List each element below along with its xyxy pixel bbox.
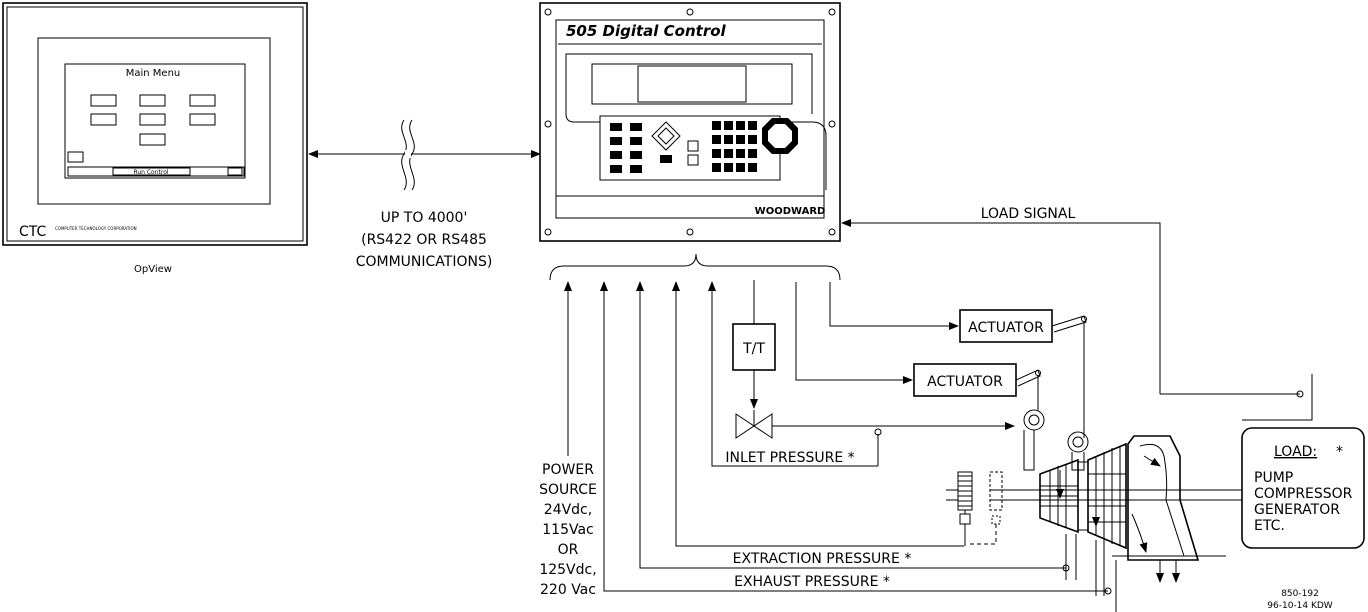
svg-text:ETC.: ETC. bbox=[1254, 518, 1285, 534]
svg-text:POWER: POWER bbox=[542, 462, 594, 478]
hmi-bezel bbox=[2, 2, 308, 246]
hmi-corner-button[interactable] bbox=[227, 167, 243, 176]
hmi-menu-buttons bbox=[90, 94, 216, 146]
hmi-footer-button-label: Run Control bbox=[133, 169, 168, 176]
transducer-label: T/T bbox=[742, 341, 765, 357]
actuator-1: ACTUATOR bbox=[829, 282, 1087, 438]
svg-text:COMPRESSOR: COMPRESSOR bbox=[1254, 486, 1353, 502]
load-signal-label: LOAD SIGNAL bbox=[981, 206, 1076, 222]
drawing-date: 96-10-14 KDW bbox=[1267, 601, 1333, 611]
svg-text:SOURCE: SOURCE bbox=[539, 482, 597, 498]
keypad-left-keys bbox=[610, 123, 642, 173]
load-title: LOAD: bbox=[1274, 444, 1317, 460]
opview-hmi: Main Menu Run Control CTC COMPUTER TECHN… bbox=[2, 2, 308, 275]
controller-frame bbox=[539, 2, 841, 242]
hmi-status-bar bbox=[67, 166, 245, 177]
actuator-1-label: ACTUATOR bbox=[968, 320, 1044, 336]
comm-type: COMMUNICATIONS) bbox=[356, 254, 493, 270]
hmi-brand: CTC bbox=[19, 224, 47, 240]
up-key[interactable] bbox=[687, 140, 699, 152]
valve-icon bbox=[735, 413, 773, 439]
steam-turbine bbox=[946, 409, 1242, 612]
speed-signal-line bbox=[672, 281, 964, 547]
io-brace bbox=[549, 253, 841, 281]
svg-text:OR: OR bbox=[558, 542, 579, 558]
down-key[interactable] bbox=[687, 154, 699, 166]
hmi-menu-button[interactable] bbox=[139, 94, 166, 107]
exhaust-pressure-label: EXHAUST PRESSURE * bbox=[734, 574, 890, 590]
nav-diamond-key[interactable] bbox=[651, 121, 681, 151]
hp-section bbox=[1039, 458, 1079, 534]
comm-link: UP TO 4000' (RS422 OR RS485 COMMUNICATIO… bbox=[308, 119, 541, 270]
hmi-caption: OpView bbox=[134, 264, 172, 275]
hmi-screen bbox=[64, 63, 246, 179]
svg-text:GENERATOR: GENERATOR bbox=[1254, 502, 1340, 518]
hmi-menu-button[interactable] bbox=[139, 133, 166, 146]
hmi-menu-button[interactable] bbox=[139, 113, 166, 126]
speed-gear-optional bbox=[989, 471, 1003, 511]
svg-text:220 Vac: 220 Vac bbox=[540, 582, 596, 598]
hmi-side-button[interactable] bbox=[67, 151, 84, 163]
hmi-menu-button[interactable] bbox=[189, 113, 216, 126]
load-signal-path: LOAD SIGNAL bbox=[841, 206, 1313, 421]
lp-section bbox=[1087, 442, 1127, 550]
actuator-2: ACTUATOR bbox=[795, 282, 1041, 410]
transducer-assembly: T/T bbox=[732, 280, 1015, 439]
hmi-menu-button[interactable] bbox=[189, 94, 216, 107]
speed-pickup bbox=[959, 513, 971, 525]
load-asterisk: * bbox=[1336, 444, 1343, 460]
drawing-number: 850-192 bbox=[1281, 589, 1319, 599]
keypad-numeric bbox=[712, 121, 757, 172]
svg-text:115Vac: 115Vac bbox=[542, 522, 594, 538]
hmi-screen-title: Main Menu bbox=[126, 68, 181, 79]
inlet-valve bbox=[1023, 409, 1045, 431]
hmi-footer-button[interactable] bbox=[112, 167, 191, 176]
controller-model: 505 Digital Control bbox=[566, 22, 727, 40]
break-symbol bbox=[401, 119, 407, 191]
exhaust-pressure-line bbox=[600, 281, 1108, 592]
svg-text:PUMP: PUMP bbox=[1254, 470, 1293, 486]
exhaust-casing bbox=[1127, 435, 1200, 561]
svg-text:125Vdc,: 125Vdc, bbox=[539, 562, 596, 578]
controller-505: 505 Digital Control bbox=[539, 2, 841, 242]
power-source-label: POWER SOURCE 24Vdc, 115Vac OR 125Vdc, 22… bbox=[539, 462, 597, 598]
inlet-pressure-line bbox=[708, 281, 878, 467]
comm-protocol: (RS422 OR RS485 bbox=[361, 232, 487, 248]
hmi-brand-sub: COMPUTER TECHNOLOGY CORPORATION bbox=[55, 226, 137, 231]
extraction-pressure-label: EXTRACTION PRESSURE * bbox=[733, 551, 912, 567]
load-frame bbox=[1241, 427, 1365, 549]
hmi-menu-button[interactable] bbox=[90, 94, 117, 107]
svg-text:24Vdc,: 24Vdc, bbox=[544, 502, 592, 518]
controller-display bbox=[591, 63, 793, 105]
extraction-valve bbox=[1067, 431, 1089, 453]
inlet-pressure-label: INLET PRESSURE * bbox=[725, 450, 854, 466]
input-arrows bbox=[564, 281, 1112, 595]
speed-pickup-optional bbox=[991, 515, 1001, 525]
extraction-pressure-line bbox=[636, 281, 1066, 569]
comm-distance: UP TO 4000' bbox=[381, 210, 468, 226]
hmi-screen-frame bbox=[37, 37, 271, 205]
hmi-menu-button[interactable] bbox=[90, 113, 117, 126]
controller-brand: WOODWARD bbox=[755, 206, 826, 217]
load-box: LOAD: * PUMP COMPRESSOR GENERATOR ETC. bbox=[1241, 427, 1365, 549]
actuator-2-label: ACTUATOR bbox=[927, 374, 1003, 390]
